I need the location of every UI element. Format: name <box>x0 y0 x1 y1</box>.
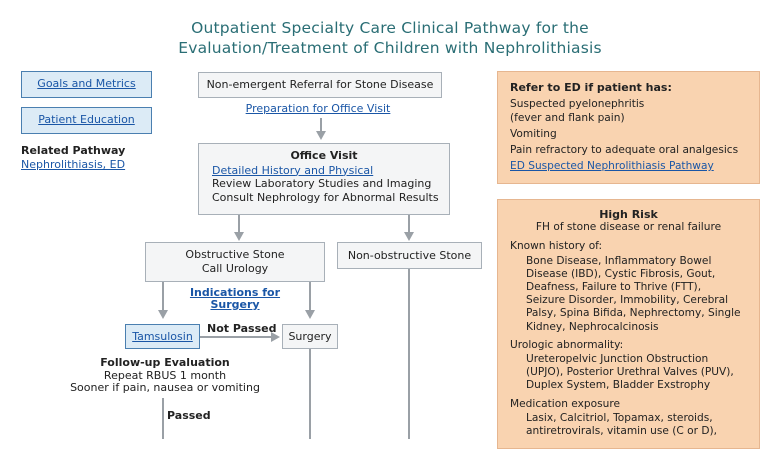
indications-surgery-link[interactable]: Indications for Surgery <box>178 287 292 311</box>
medication-label: Medication exposure <box>510 397 620 410</box>
surgery-box: Surgery <box>282 324 338 349</box>
connector-line <box>309 282 311 311</box>
connector-line <box>162 282 164 311</box>
followup-evaluation: Follow-up Evaluation Repeat RBUS 1 month… <box>60 356 270 395</box>
ed-item: (fever and flank pain) <box>510 112 625 124</box>
office-visit-line: Review Laboratory Studies and Imaging <box>212 177 432 190</box>
obstructive-stone-label: Obstructive Stone <box>185 248 285 261</box>
high-risk-heading: High Risk <box>599 208 658 221</box>
arrow-down-icon <box>316 131 326 140</box>
list-item: Bone Disease, Inflammatory Bowel <box>526 254 712 267</box>
tamsulosin-link[interactable]: Tamsulosin <box>132 330 193 343</box>
high-risk-subheading: FH of stone disease or renal failure <box>535 221 722 234</box>
list-item: Disease (IBD), Cystic Fibrosis, Gout, <box>526 267 716 280</box>
title-line-1: Outpatient Specialty Care Clinical Pathw… <box>191 19 589 37</box>
connector-line <box>200 336 272 338</box>
ed-heading: Refer to ED if patient has: <box>510 81 672 94</box>
passed-label: Passed <box>167 409 211 422</box>
page-title: Outpatient Specialty Care Clinical Pathw… <box>0 18 780 58</box>
medication-list: Lasix, Calcitriol, Topamax, steroids, an… <box>510 412 759 438</box>
surgery-label: Surgery <box>288 330 332 343</box>
list-item: Deafness, Failure to Thrive (FTT), <box>526 281 702 294</box>
ed-item: Suspected pyelonephritis <box>510 98 645 110</box>
office-visit-line: Consult Nephrology for Abnormal Results <box>212 190 439 204</box>
connector-line <box>309 349 311 439</box>
arrow-right-icon <box>271 332 280 342</box>
preparation-link[interactable]: Preparation for Office Visit <box>245 102 391 115</box>
tamsulosin-button[interactable]: Tamsulosin <box>125 324 200 349</box>
list-item: Kidney, Nephrocalcinosis <box>526 320 659 333</box>
obstructive-stone-box: Obstructive Stone Call Urology <box>145 242 325 282</box>
arrow-down-icon <box>404 232 414 241</box>
connector-line <box>238 215 240 233</box>
list-item: Palsy, Spina Bifida, Nephrectomy, Single <box>526 307 741 320</box>
followup-line: Sooner if pain, nausea or vomiting <box>70 381 260 394</box>
goals-metrics-button[interactable]: Goals and Metrics <box>21 71 152 98</box>
connector-line <box>162 398 164 439</box>
history-physical-link[interactable]: Detailed History and Physical <box>212 163 374 177</box>
list-item: Duplex System, Bladder Exstrophy <box>526 379 711 392</box>
followup-title: Follow-up Evaluation <box>100 356 230 369</box>
ed-item: Vomiting <box>510 128 557 140</box>
call-urology-label: Call Urology <box>201 262 269 275</box>
indications-line[interactable]: Surgery <box>210 298 260 311</box>
known-history-label: Known history of: <box>510 240 603 253</box>
urologic-list: Ureteropelvic Junction Obstruction (UPJO… <box>510 353 759 393</box>
list-item: Ureteropelvic Junction Obstruction <box>526 353 709 366</box>
list-item: Seizure Disorder, Immobility, Cerebral <box>526 294 729 307</box>
list-item: (UPJO), Posterior Urethral Valves (PUV), <box>526 366 734 379</box>
connector-line <box>320 118 322 132</box>
connector-line <box>408 215 410 233</box>
nonobstructive-stone-box: Non-obstructive Stone <box>337 242 482 269</box>
list-item: Lasix, Calcitriol, Topamax, steroids, <box>526 411 713 424</box>
urologic-label: Urologic abnormality: <box>510 338 624 351</box>
followup-line: Repeat RBUS 1 month <box>103 368 227 382</box>
office-visit-title: Office Visit <box>290 149 358 162</box>
referral-box: Non-emergent Referral for Stone Disease <box>198 72 442 98</box>
title-line-2: Evaluation/Treatment of Children with Ne… <box>178 39 602 57</box>
office-visit-box: Office Visit Detailed History and Physic… <box>198 143 450 215</box>
high-risk-box: High Risk FH of stone disease or renal f… <box>497 199 760 449</box>
patient-education-link[interactable]: Patient Education <box>38 113 135 126</box>
arrow-down-icon <box>158 310 168 319</box>
patient-education-button[interactable]: Patient Education <box>21 107 152 134</box>
related-pathway-heading: Related Pathway <box>21 144 126 157</box>
known-history-list: Bone Disease, Inflammatory Bowel Disease… <box>510 255 759 334</box>
not-passed-label: Not Passed <box>207 322 277 335</box>
ed-item: Pain refractory to adequate oral analges… <box>510 144 739 156</box>
list-item: antiretrovirals, vitamin use (C or D), <box>526 425 718 438</box>
indications-line[interactable]: Indications for <box>189 286 281 299</box>
nonobstructive-stone-label: Non-obstructive Stone <box>347 249 472 262</box>
arrow-down-icon <box>234 232 244 241</box>
connector-line <box>408 269 410 439</box>
arrow-down-icon <box>305 310 315 319</box>
referral-label: Non-emergent Referral for Stone Disease <box>206 78 434 91</box>
related-pathway-link[interactable]: Nephrolithiasis, ED <box>21 158 126 171</box>
goals-metrics-link[interactable]: Goals and Metrics <box>37 77 136 90</box>
ed-pathway-link[interactable]: ED Suspected Nephrolithiasis Pathway <box>510 160 714 172</box>
ed-referral-box: Refer to ED if patient has: Suspected py… <box>497 71 760 184</box>
